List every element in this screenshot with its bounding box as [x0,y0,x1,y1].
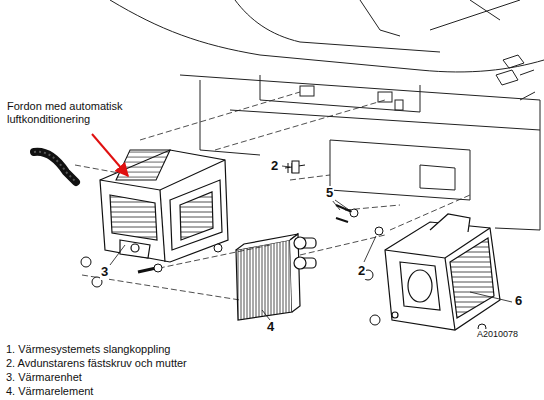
callout-number: 5 [325,186,334,201]
note-text: Fordon med automatisk luftkonditionering [6,100,136,125]
callout-number: 4 [266,320,275,335]
figure-code: A2010078 [476,329,519,339]
callout-number: 2 [270,159,279,174]
legend-line: 2. Avdunstarens fästskruv och mutter [6,357,187,370]
callout-number: 6 [514,294,523,309]
legend-line: 1. Värmesystemets slangkoppling [6,343,170,356]
legend-line: 4. Värmarelement [6,385,93,398]
callout-number: 2 [357,264,366,279]
legend-line: 3. Värmarenhet [6,371,82,384]
callout-number: 3 [100,265,109,280]
